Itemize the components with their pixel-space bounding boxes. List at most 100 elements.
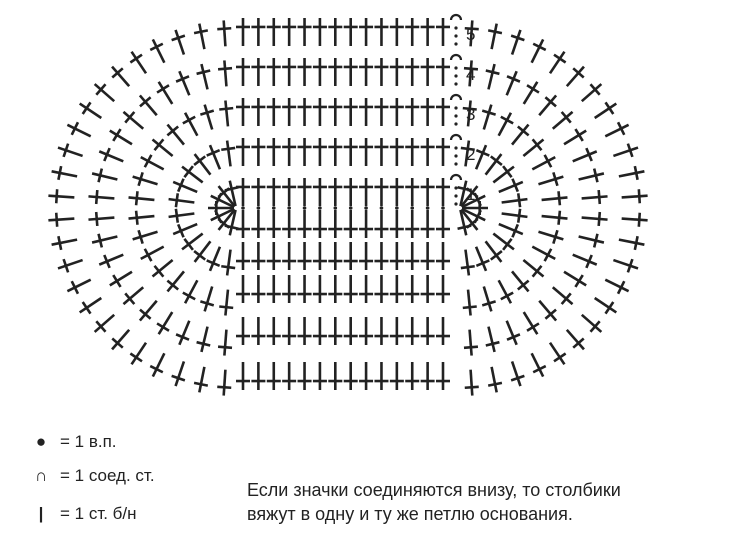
- single-crochet-stitch: [251, 58, 266, 86]
- single-crochet-stitch: [138, 299, 158, 322]
- single-crochet-stitch: [297, 98, 312, 126]
- legend-chain: ● = 1 в.п.: [30, 432, 117, 452]
- single-crochet-stitch: [531, 245, 556, 262]
- single-crochet-stitch: [266, 275, 281, 303]
- single-crochet-stitch: [389, 242, 404, 270]
- single-crochet-stitch: [343, 242, 358, 270]
- single-crochet-stitch: [531, 154, 556, 171]
- chain-dot: [454, 186, 458, 190]
- single-crochet-stitch: [405, 18, 420, 46]
- chain-dot: [454, 122, 458, 126]
- single-crochet-stitch: [420, 138, 435, 166]
- single-crochet-stitch: [57, 143, 84, 158]
- single-crochet-stitch: [251, 210, 266, 238]
- single-crochet-stitch: [464, 369, 479, 396]
- single-crochet-stitch: [181, 232, 204, 251]
- single-crochet-stitch: [389, 178, 404, 206]
- single-crochet-stitch: [282, 18, 297, 46]
- single-crochet-stitch: [359, 178, 374, 206]
- single-crochet-stitch: [541, 191, 568, 206]
- single-crochet-stitch: [297, 317, 312, 345]
- single-crochet-stitch: [199, 104, 215, 130]
- single-crochet-stitch: [343, 210, 358, 238]
- single-crochet-stitch: [618, 165, 645, 181]
- single-crochet-stitch: [487, 366, 503, 393]
- single-crochet-stitch: [282, 58, 297, 86]
- single-crochet-stitch: [266, 362, 281, 390]
- single-crochet-stitch: [266, 138, 281, 166]
- single-crochet-stitch: [266, 98, 281, 126]
- chain-dot: [441, 206, 445, 210]
- single-crochet-stitch: [251, 362, 266, 390]
- single-crochet-stitch: [88, 211, 115, 227]
- single-crochet-stitch: [266, 317, 281, 345]
- single-crochet-stitch: [485, 63, 500, 90]
- single-crochet-stitch: [436, 98, 450, 126]
- legend-slip-stitch: ∩ = 1 соед. ст.: [30, 466, 155, 486]
- single-crochet-stitch: [182, 112, 199, 137]
- single-crochet-stitch: [171, 360, 186, 387]
- single-crochet-stitch: [282, 362, 297, 390]
- single-crochet-stitch: [405, 275, 420, 303]
- single-crochet-stitch: [359, 138, 374, 166]
- single-crochet-stitch: [484, 153, 503, 176]
- single-crochet-stitch: [374, 210, 389, 238]
- single-crochet-stitch: [374, 242, 389, 270]
- single-crochet-stitch: [312, 362, 327, 390]
- single-crochet-stitch: [312, 178, 327, 206]
- single-crochet-stitch: [51, 165, 78, 181]
- single-crochet-stitch: [343, 138, 358, 166]
- single-crochet-stitch: [251, 242, 266, 270]
- single-crochet-stitch: [138, 94, 158, 117]
- chain-dot: [425, 206, 430, 210]
- single-crochet-stitch: [251, 178, 266, 206]
- single-crochet-stitch: [563, 128, 587, 146]
- single-crochet-stitch: [168, 208, 195, 223]
- single-crochet-stitch: [530, 352, 547, 378]
- chain-dot: [379, 206, 384, 210]
- single-crochet-stitch: [199, 286, 215, 312]
- single-crochet-stitch: [328, 210, 343, 238]
- chain-dot: [454, 114, 458, 118]
- single-crochet-stitch: [374, 138, 389, 166]
- single-crochet-stitch: [206, 144, 222, 170]
- single-crochet-stitch: [251, 138, 266, 166]
- single-crochet-stitch: [282, 98, 297, 126]
- single-crochet-stitch: [405, 178, 420, 206]
- single-crochet-stitch: [297, 210, 312, 238]
- single-crochet-stitch: [221, 140, 236, 167]
- single-crochet-stitch: [206, 246, 222, 272]
- single-crochet-stitch: [166, 123, 185, 146]
- single-crochet-stitch: [484, 240, 503, 263]
- single-crochet-stitch: [343, 98, 358, 126]
- single-crochet-stitch: [66, 121, 92, 138]
- chain-dot: [454, 154, 458, 158]
- single-crochet-stitch: [236, 98, 250, 126]
- single-crochet-stitch: [462, 289, 477, 316]
- single-crochet-stitch: [132, 229, 158, 245]
- single-crochet-stitch: [405, 362, 420, 390]
- single-crochet-stitch: [462, 100, 477, 127]
- single-crochet-stitch: [497, 112, 514, 137]
- single-crochet-stitch: [328, 178, 343, 206]
- single-crochet-stitch: [251, 98, 266, 126]
- single-crochet-stitch: [389, 18, 404, 46]
- single-crochet-stitch: [510, 360, 525, 387]
- single-crochet-stitch: [548, 50, 567, 75]
- single-crochet-stitch: [236, 275, 250, 303]
- single-crochet-stitch: [436, 138, 450, 166]
- chain-dot: [302, 206, 307, 210]
- single-crochet-stitch: [359, 58, 374, 86]
- single-crochet-stitch: [132, 171, 158, 187]
- single-crochet-stitch: [511, 270, 530, 293]
- single-crochet-stitch: [389, 58, 404, 86]
- single-crochet-stitch: [497, 279, 514, 304]
- single-crochet-stitch: [266, 178, 281, 206]
- single-crochet-stitch: [541, 210, 568, 225]
- single-crochet-stitch: [266, 58, 281, 86]
- single-crochet-stitch: [328, 275, 343, 303]
- single-crochet-stitch: [175, 320, 191, 346]
- single-crochet-stitch: [420, 242, 435, 270]
- single-crochet-stitch: [196, 326, 211, 353]
